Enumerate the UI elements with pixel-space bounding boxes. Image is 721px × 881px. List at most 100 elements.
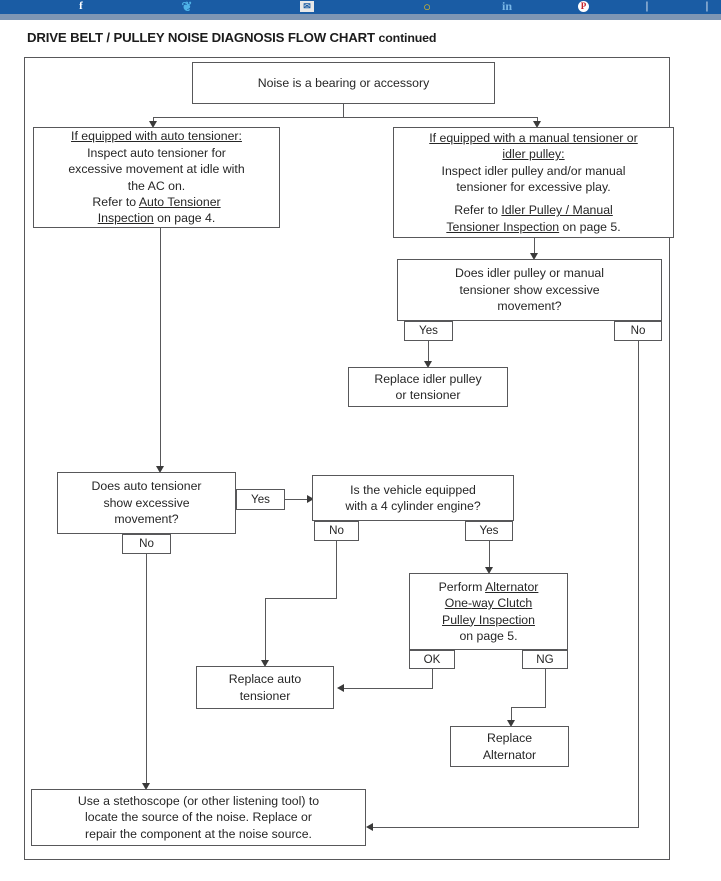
label-auto-yes: Yes xyxy=(236,489,285,510)
auto-branch-line3: excessive movement at idle with xyxy=(68,162,245,177)
edge-start-right xyxy=(536,116,539,123)
manual-branch-line2: idler pulley: xyxy=(502,147,565,162)
edge-start-bus xyxy=(153,116,537,119)
idler-pulley-inspection-link-2[interactable]: Tensioner Inspection xyxy=(446,219,560,234)
node-replace-idler-pulley: Replace idler pulley or tensioner xyxy=(348,367,508,407)
manual-branch-line1: If equipped with a manual tensioner or xyxy=(429,130,638,145)
auto-branch-line2: Inspect auto tensioner for xyxy=(87,145,226,160)
topbar-divider xyxy=(0,14,721,20)
auto-branch-line5-pre: Refer to xyxy=(92,194,139,209)
stethoscope-line2: locate the source of the noise. Replace … xyxy=(85,810,312,825)
label-cylinder-no-text: No xyxy=(329,524,344,538)
node-manual-tensioner-branch: If equipped with a manual tensioner or i… xyxy=(393,127,674,238)
label-auto-yes-text: Yes xyxy=(251,492,270,506)
label-idler-yes: Yes xyxy=(404,321,453,341)
arrowhead-to-stethoscope-top xyxy=(141,783,150,790)
alternator-inspection-link-1[interactable]: Alternator xyxy=(485,579,539,594)
node-noise-is-bearing-label: Noise is a bearing or accessory xyxy=(257,75,430,90)
replace-idler-line2: or tensioner xyxy=(395,388,461,402)
edge-auto-yes xyxy=(285,498,310,501)
arrowhead-to-replace-alternator xyxy=(506,720,515,727)
idler-decision-line2: tensioner show excessive xyxy=(459,282,600,297)
facebook-share-icon[interactable]: f xyxy=(79,0,83,12)
node-replace-auto-tensioner: Replace auto tensioner xyxy=(196,666,334,709)
manual-branch-line4: tensioner for excessive play. xyxy=(456,180,611,194)
auto-decision-line2: show excessive xyxy=(103,495,190,510)
auto-tensioner-inspection-link-1[interactable]: Auto Tensioner xyxy=(138,194,221,209)
edge-idler-yes xyxy=(427,341,430,364)
edge-start-left xyxy=(152,116,155,123)
label-auto-no-text: No xyxy=(139,537,154,551)
share-icon-a[interactable]: | xyxy=(645,0,649,12)
label-alternator-ok-text: OK xyxy=(423,652,441,666)
label-alternator-ng-text: NG xyxy=(536,652,554,666)
replace-idler-line1: Replace idler pulley xyxy=(374,371,482,386)
topbar-divider-light xyxy=(0,20,721,22)
label-cylinder-yes-text: Yes xyxy=(479,524,499,538)
auto-branch-line6-post: on page 4. xyxy=(153,211,216,226)
label-alternator-ng: NG xyxy=(522,650,568,669)
share-icon-b[interactable]: | xyxy=(705,0,709,12)
edge-cyl-no-v1 xyxy=(335,541,338,598)
node-idler-decision: Does idler pulley or manual tensioner sh… xyxy=(397,259,662,321)
twitter-share-icon[interactable]: ❦ xyxy=(181,0,193,14)
arrowhead-to-manual-branch xyxy=(532,121,541,128)
replace-auto-line2: tensioner xyxy=(239,688,291,703)
page-title-main: DRIVE BELT / PULLEY NOISE DIAGNOSIS FLOW… xyxy=(27,30,375,45)
node-alternator-inspection: Perform Alternator One-way Clutch Pulley… xyxy=(409,573,568,650)
edge-cyl-no-h xyxy=(265,597,337,600)
arrowhead-to-replace-auto-tensioner-top xyxy=(260,660,269,667)
edge-ng-v2 xyxy=(510,706,513,724)
page-title-suffix: continued xyxy=(378,31,437,45)
manual-branch-line3: Inspect idler pulley and/or manual xyxy=(441,163,626,178)
arrowhead-to-stethoscope-right xyxy=(366,823,373,831)
edge-manual-to-idler xyxy=(533,238,536,256)
arrowhead-to-alternator-inspection xyxy=(484,567,493,574)
cylinder-decision-line2: with a 4 cylinder engine? xyxy=(345,499,481,513)
page-title: DRIVE BELT / PULLEY NOISE DIAGNOSIS FLOW… xyxy=(27,30,436,45)
edge-ok-v xyxy=(431,669,434,689)
label-idler-yes-text: Yes xyxy=(419,324,438,338)
edge-auto-no-vertical xyxy=(145,554,148,787)
idler-pulley-inspection-link-1[interactable]: Idler Pulley / Manual xyxy=(501,203,613,218)
manual-branch-spacer xyxy=(398,195,669,202)
cylinder-decision-line1: Is the vehicle equipped xyxy=(350,482,476,497)
node-auto-tensioner-decision: Does auto tensioner show excessive movem… xyxy=(57,472,236,534)
edge-ok-h xyxy=(344,687,432,690)
label-cylinder-no: No xyxy=(314,521,359,541)
arrowhead-to-idler-decision xyxy=(529,253,538,260)
node-noise-is-bearing: Noise is a bearing or accessory xyxy=(192,62,495,104)
stethoscope-line3: repair the component at the noise source… xyxy=(85,826,312,841)
alt-line4: on page 5. xyxy=(459,628,518,643)
idler-decision-line3: movement? xyxy=(497,299,562,314)
email-share-icon[interactable]: ✉ xyxy=(300,1,314,12)
edge-idler-no-vertical xyxy=(637,341,640,828)
google-plus-share-icon[interactable]: ○ xyxy=(423,0,431,14)
replace-alternator-line1: Replace xyxy=(486,731,533,746)
alternator-inspection-link-2[interactable]: One-way Clutch xyxy=(444,596,533,611)
arrowhead-to-auto-branch xyxy=(148,121,157,128)
node-stethoscope: Use a stethoscope (or other listening to… xyxy=(31,789,366,846)
node-cylinder-decision: Is the vehicle equipped with a 4 cylinde… xyxy=(312,475,514,521)
idler-decision-line1: Does idler pulley or manual xyxy=(454,266,604,281)
label-idler-no-text: No xyxy=(630,324,646,338)
alt-line1-pre: Perform xyxy=(438,579,486,594)
edge-ng-h xyxy=(511,706,546,709)
manual-branch-line5-pre: Refer to xyxy=(454,203,502,218)
edge-auto-branch-to-decision xyxy=(159,228,162,471)
pinterest-share-icon[interactable]: P xyxy=(578,1,589,12)
auto-decision-line3: movement? xyxy=(114,512,179,527)
edge-start-stem xyxy=(342,104,345,118)
edge-cyl-no-v2 xyxy=(264,597,267,664)
arrowhead-to-cylinder-decision xyxy=(307,495,314,503)
alternator-inspection-link-3[interactable]: Pulley Inspection xyxy=(442,612,535,627)
label-alternator-ok: OK xyxy=(409,650,455,669)
label-idler-no: No xyxy=(614,321,662,341)
linkedin-share-icon[interactable]: in xyxy=(501,0,512,13)
edge-idler-no-horizontal xyxy=(373,826,638,829)
auto-branch-line1: If equipped with auto tensioner: xyxy=(71,129,242,144)
auto-tensioner-inspection-link-2[interactable]: Inspection xyxy=(97,211,154,226)
label-auto-no: No xyxy=(122,534,171,554)
auto-branch-line4: the AC on. xyxy=(127,178,186,193)
